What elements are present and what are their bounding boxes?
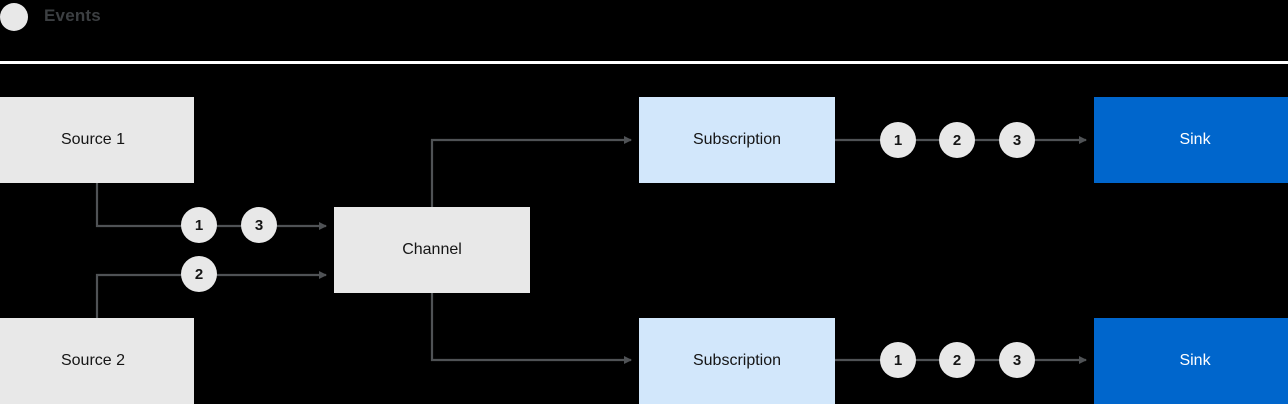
event-badge: 3 (999, 342, 1035, 378)
node-channel[interactable]: Channel (334, 207, 530, 293)
node-source-1-label: Source 1 (60, 131, 126, 148)
event-badge: 3 (241, 207, 277, 243)
node-channel-label: Channel (402, 241, 462, 258)
event-badge: 2 (939, 122, 975, 158)
event-dot-icon (0, 3, 28, 31)
node-sink-2-label: Sink (1179, 352, 1211, 369)
node-sink-1-label: Sink (1179, 131, 1211, 148)
event-badge: 2 (181, 256, 217, 292)
legend-label: Events (44, 6, 101, 25)
node-subscription-2-label: Subscription (692, 352, 782, 369)
node-source-2[interactable]: Source 2 (0, 318, 194, 404)
node-subscription-1[interactable]: Subscription (639, 97, 835, 183)
node-source-1[interactable]: Source 1 (0, 97, 194, 183)
node-subscription-2[interactable]: Subscription (639, 318, 835, 404)
node-subscription-1-label: Subscription (692, 131, 782, 148)
header-divider (0, 61, 1288, 64)
node-sink-2[interactable]: Sink (1094, 318, 1288, 404)
event-badge: 3 (999, 122, 1035, 158)
node-source-2-label: Source 2 (60, 352, 126, 369)
event-badge: 1 (181, 207, 217, 243)
event-badge: 1 (880, 342, 916, 378)
event-badge: 2 (939, 342, 975, 378)
node-sink-1[interactable]: Sink (1094, 97, 1288, 183)
event-badge: 1 (880, 122, 916, 158)
legend: Events (0, 0, 1288, 62)
